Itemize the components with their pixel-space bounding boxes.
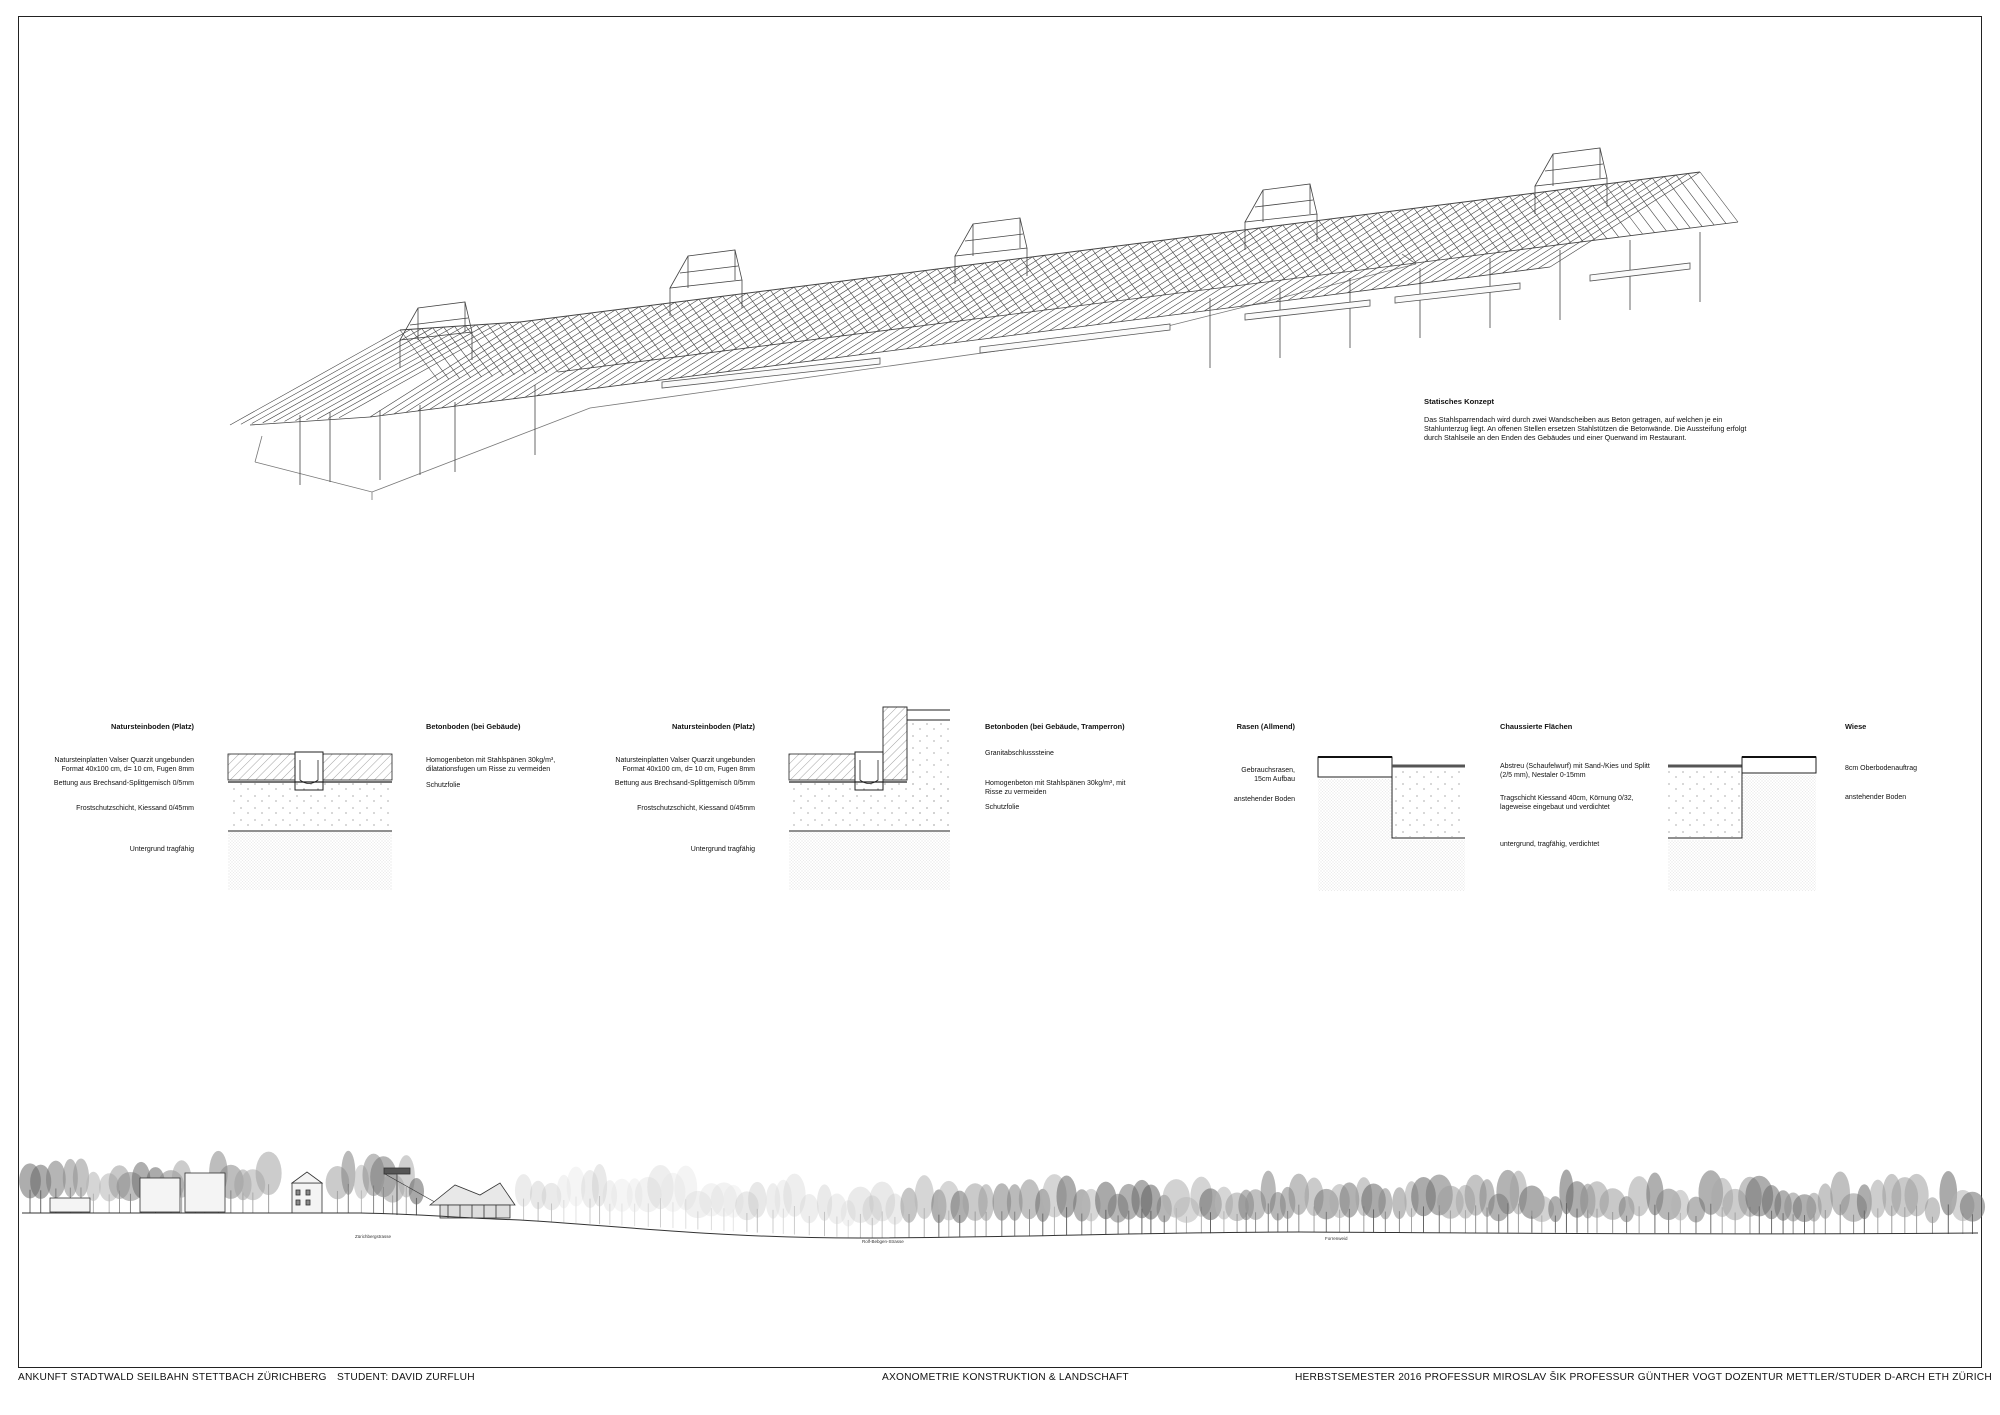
detail-lawn-gravel [1317,756,1465,891]
static-concept: Statisches Konzept Das Stahlsparrendach … [1424,397,1754,442]
detail-4-layer-3: Schutzfolie [985,804,1020,811]
street-label-2: Rolf-Bebgen-Strasse [862,1239,904,1244]
detail-natural-stone-1 [227,751,393,890]
detail-5-layer-1: Gebrauchsrasen, 15cm Aufbau [1241,767,1295,783]
detail-5-title: Rasen (Allmend) [1236,722,1295,731]
detail-7-title: Wiese [1845,722,1867,731]
detail-1-layer-4: Untergrund tragfähig [129,846,194,853]
detail-4-layer-1: Granitabschlusssteine [985,750,1054,757]
detail-4-title: Betonboden (bei Gebäude, Tramperron) [985,722,1125,731]
detail-6-layer-2: Tragschicht Kiessand 40cm, Körnung 0/32,… [1500,795,1634,811]
detail-meadow [1668,756,1817,891]
sheet-frame [18,16,1982,1368]
detail-7-layer-2: anstehender Boden [1845,794,1907,801]
detail-6-layer-1: Abstreu (Schaufelwurf) mit Sand-/Kies un… [1500,763,1650,779]
detail-6-title: Chaussierte Flächen [1500,722,1573,731]
detail-1-layer-2: Bettung aus Brechsand-Splittgemisch 0/5m… [53,780,194,787]
detail-3-layer-3: Frostschutzschicht, Kiessand 0/45mm [637,805,755,812]
street-label-3: Forrenweid [1325,1236,1348,1241]
detail-3-layer-4: Untergrund tragfähig [690,846,755,853]
detail-2-title: Betonboden (bei Gebäude) [426,722,521,731]
static-concept-title: Statisches Konzept [1424,397,1495,406]
footer-student: STUDENT: DAVID ZURFLUH [337,1372,475,1383]
detail-4-layer-2: Homogenbeton mit Stahlspänen 30kg/m³, mi… [985,780,1126,796]
detail-7-layer-1: 8cm Oberbodenauftrag [1845,765,1917,772]
detail-3-layer-2: Bettung aus Brechsand-Splittgemisch 0/5m… [614,780,755,787]
detail-2-layer-1: Homogenbeton mit Stahlspänen 30kg/m³, di… [426,757,556,773]
street-label-1: Zürichbergstrasse [355,1234,392,1239]
detail-natural-stone-2 [788,706,950,890]
footer-credits: HERBSTSEMESTER 2016 PROFESSUR MIROSLAV Š… [1295,1372,1992,1383]
footer-project: ANKUNFT STADTWALD SEILBAHN STETTBACH ZÜR… [18,1372,327,1383]
detail-5-layer-2: anstehender Boden [1233,796,1295,803]
detail-1-layer-3: Frostschutzschicht, Kiessand 0/45mm [76,805,194,812]
detail-3-layer-1: Natursteinplatten Valser Quarzit ungebun… [615,757,755,773]
detail-1-title: Natursteinboden (Platz) [111,722,194,731]
detail-2-layer-2: Schutzfolie [426,782,461,789]
footer-sheet-title: AXONOMETRIE KONSTRUKTION & LANDSCHAFT [882,1372,1129,1383]
static-concept-text: Das Stahlsparrendach wird durch zwei Wan… [1424,415,1747,442]
detail-6-layer-3: untergrund, tragfähig, verdichtet [1500,841,1600,848]
detail-3-title: Natursteinboden (Platz) [672,722,755,731]
detail-1-layer-1: Natursteinplatten Valser Quarzit ungebun… [54,757,194,773]
